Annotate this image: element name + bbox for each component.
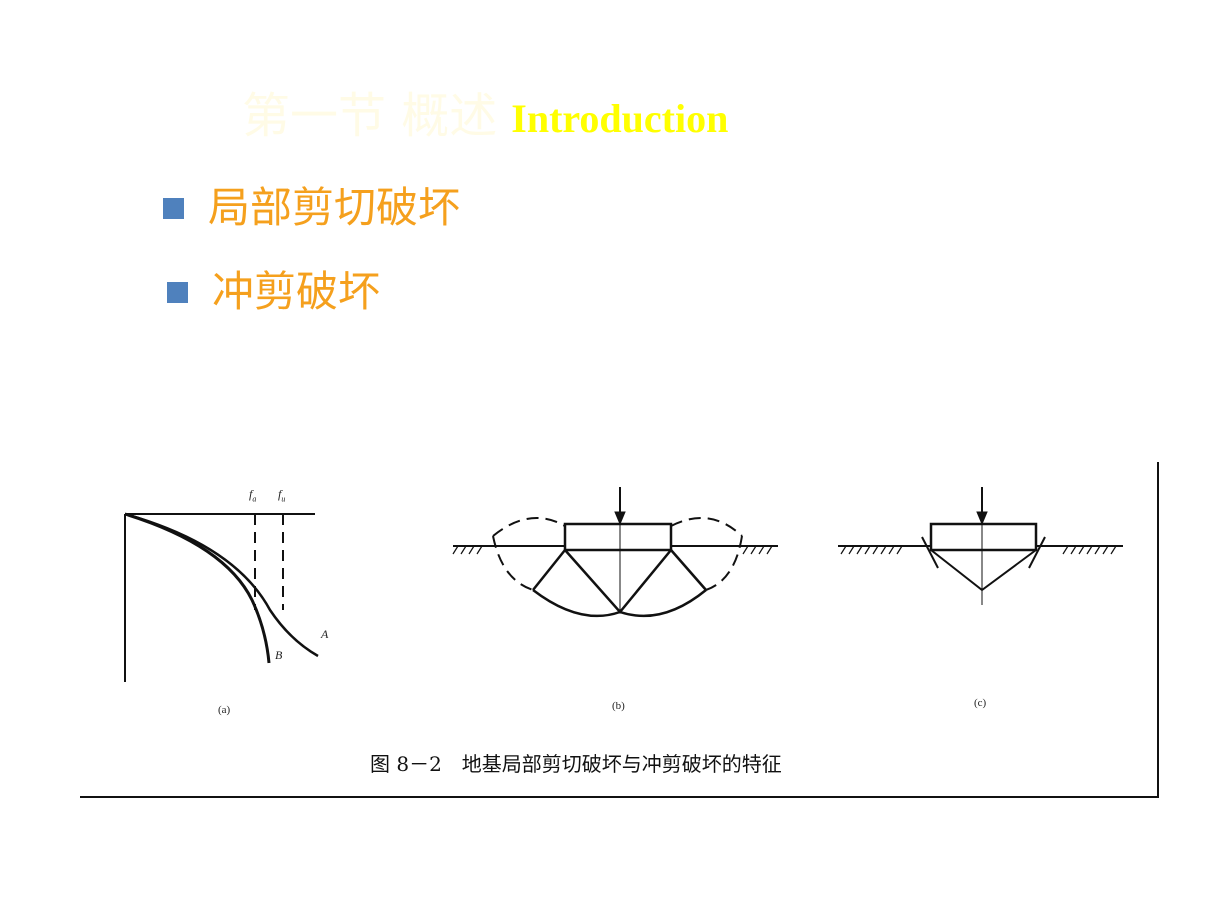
hatch-right xyxy=(742,545,773,555)
curve-b xyxy=(124,512,271,664)
slide-title: 第一节 概述 Introduction xyxy=(242,88,728,155)
dashed-heave-left xyxy=(492,517,566,537)
fu-label: fu xyxy=(278,487,286,504)
subcaption-b: (b) xyxy=(612,700,625,712)
figure-caption: 图 8－2 地基局部剪切破坏与冲剪破坏的特征 xyxy=(370,752,782,776)
footing-c xyxy=(929,522,1038,552)
bullet-label: 局部剪切破坏 xyxy=(208,183,461,232)
subcaption-a: (a) xyxy=(218,704,231,716)
title-chinese: 第一节 概述 xyxy=(242,88,498,144)
bullet-item: 冲剪破坏 xyxy=(167,267,380,317)
square-bullet-icon xyxy=(163,197,184,219)
title-english: Introduction xyxy=(511,96,729,141)
bullet-label: 冲剪破坏 xyxy=(212,267,381,316)
square-bullet-icon xyxy=(167,281,188,303)
curve-a xyxy=(124,512,319,658)
hatch-c xyxy=(840,545,1117,555)
subcaption-c: (c) xyxy=(974,697,987,709)
wedge-b xyxy=(564,549,672,614)
bullet-item: 局部剪切破坏 xyxy=(163,183,460,233)
curve-b-label: B xyxy=(275,648,283,662)
footing-b xyxy=(563,522,673,552)
arrowhead-b xyxy=(614,511,626,526)
curve-a-label: A xyxy=(321,627,329,641)
diagram-c xyxy=(838,487,1123,605)
arrowhead-c xyxy=(976,511,988,526)
fa-label: fa xyxy=(249,487,257,504)
wedge-c xyxy=(930,549,1037,592)
diagram-b xyxy=(452,487,778,618)
hatch-left xyxy=(452,545,483,555)
diagram-a xyxy=(124,512,319,682)
dashed-heave-right xyxy=(670,517,743,537)
